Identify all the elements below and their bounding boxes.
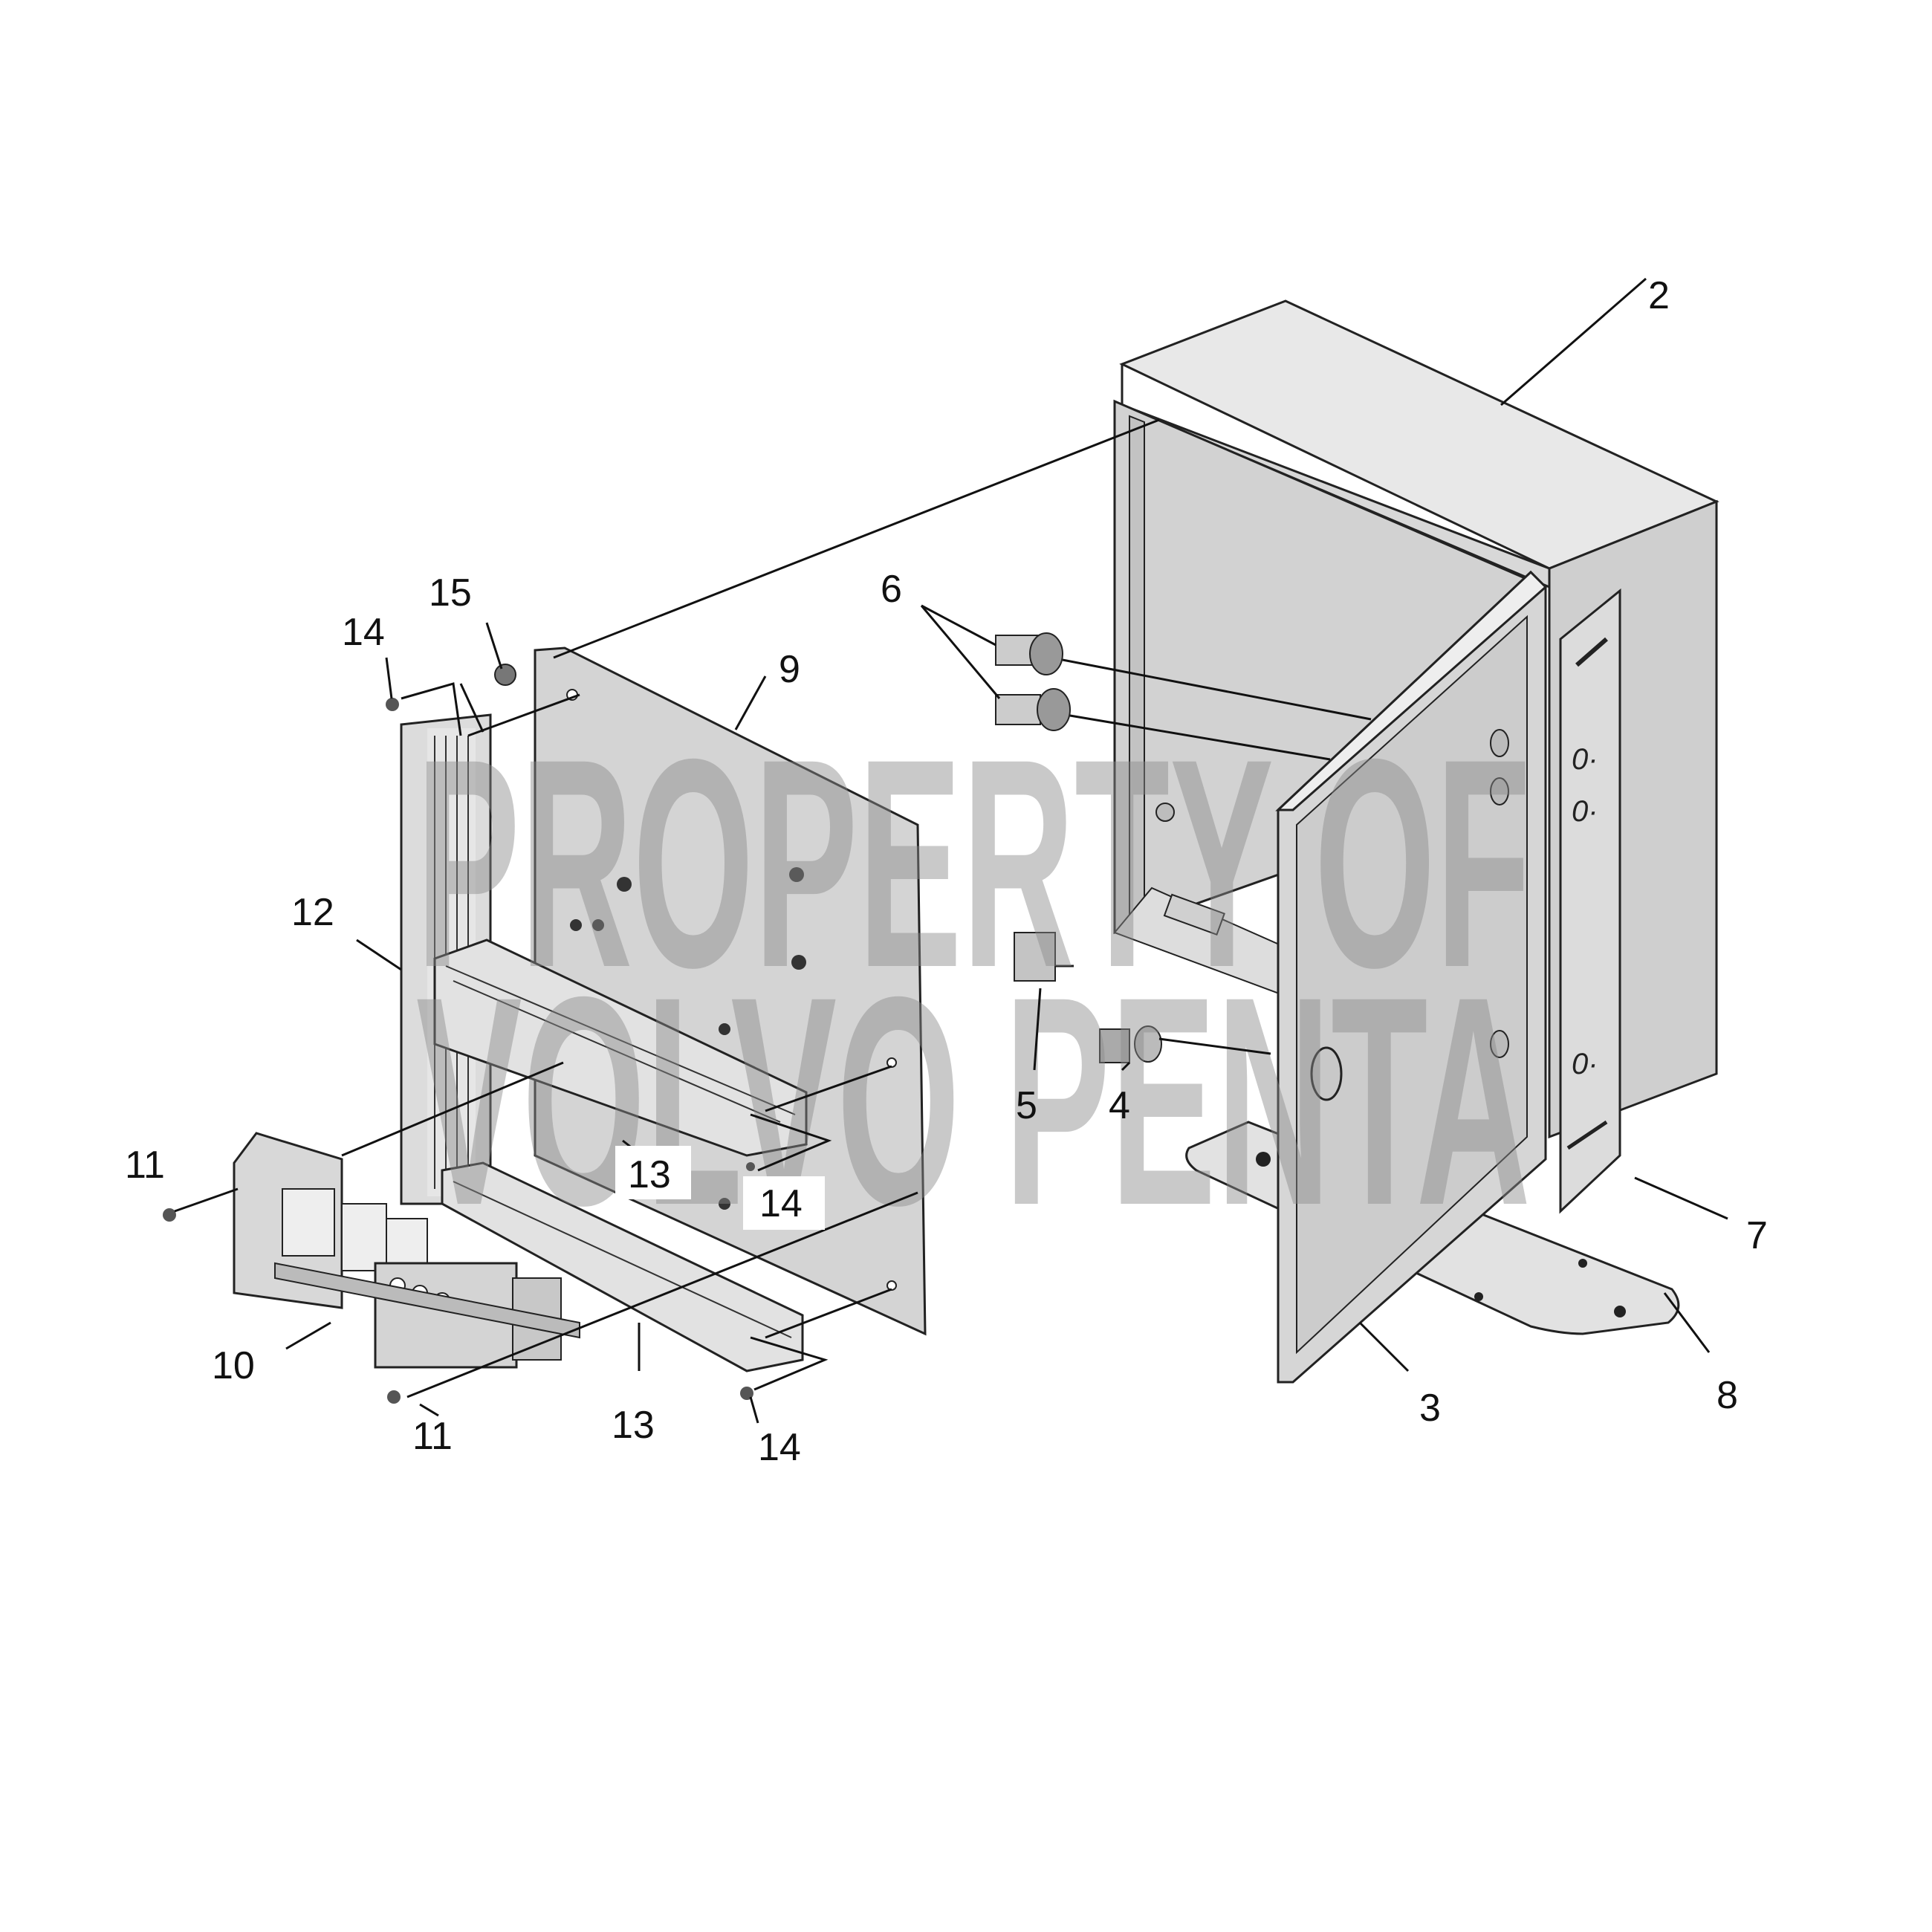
callout-labels: 2 3 4 5 6 7 8 9 10 11 11 12 13 13 14 14 … [125, 274, 1768, 1469]
callout-7: 7 [1746, 1214, 1768, 1257]
callout-13-lower: 13 [612, 1404, 655, 1447]
plate-symbol-2: 0· [1572, 795, 1598, 828]
callout-5: 5 [1016, 1084, 1037, 1127]
rotary-switch [1014, 932, 1074, 982]
callout-12: 12 [291, 891, 334, 934]
enclosure-door [1275, 570, 1548, 1384]
callout-14-middle: 14 [759, 1182, 803, 1225]
label-plate: 0· 0· 0· [1559, 588, 1621, 1214]
pushbutton-pair [995, 632, 1071, 731]
callout-14-lower: 14 [758, 1426, 801, 1469]
callout-10: 10 [212, 1344, 255, 1387]
callout-13-upper: 13 [628, 1153, 671, 1196]
callout-2: 2 [1648, 274, 1670, 317]
callout-15: 15 [429, 571, 472, 615]
callout-13-upper-box [615, 1146, 691, 1199]
callout-14-upper: 14 [342, 611, 385, 654]
indicator-lamp [1099, 1025, 1162, 1063]
leader-lines [174, 277, 1728, 1424]
callout-14-middle-box [743, 1176, 825, 1230]
din-rail-components [233, 1132, 580, 1369]
callout-4: 4 [1109, 1084, 1130, 1127]
watermark-line-2: VOLVO PENTA [416, 935, 1531, 1267]
watermark-line-1: PROPERTY OF [416, 697, 1531, 1029]
callout-11-upper: 11 [125, 1144, 165, 1187]
plate-symbol-3: 0· [1572, 1048, 1598, 1080]
callout-8: 8 [1717, 1374, 1738, 1417]
callout-9: 9 [779, 648, 800, 691]
fasteners [163, 664, 755, 1404]
callout-6: 6 [881, 568, 902, 611]
plate-symbol-1: 0· [1572, 743, 1598, 776]
cable-duct-horizontal-upper [433, 939, 808, 1157]
callout-11-lower: 11 [412, 1415, 453, 1458]
cable-duct-horizontal-lower [441, 1161, 804, 1372]
watermark: PROPERTY OF VOLVO PENTA [416, 697, 1531, 1267]
callout-3: 3 [1419, 1387, 1441, 1430]
